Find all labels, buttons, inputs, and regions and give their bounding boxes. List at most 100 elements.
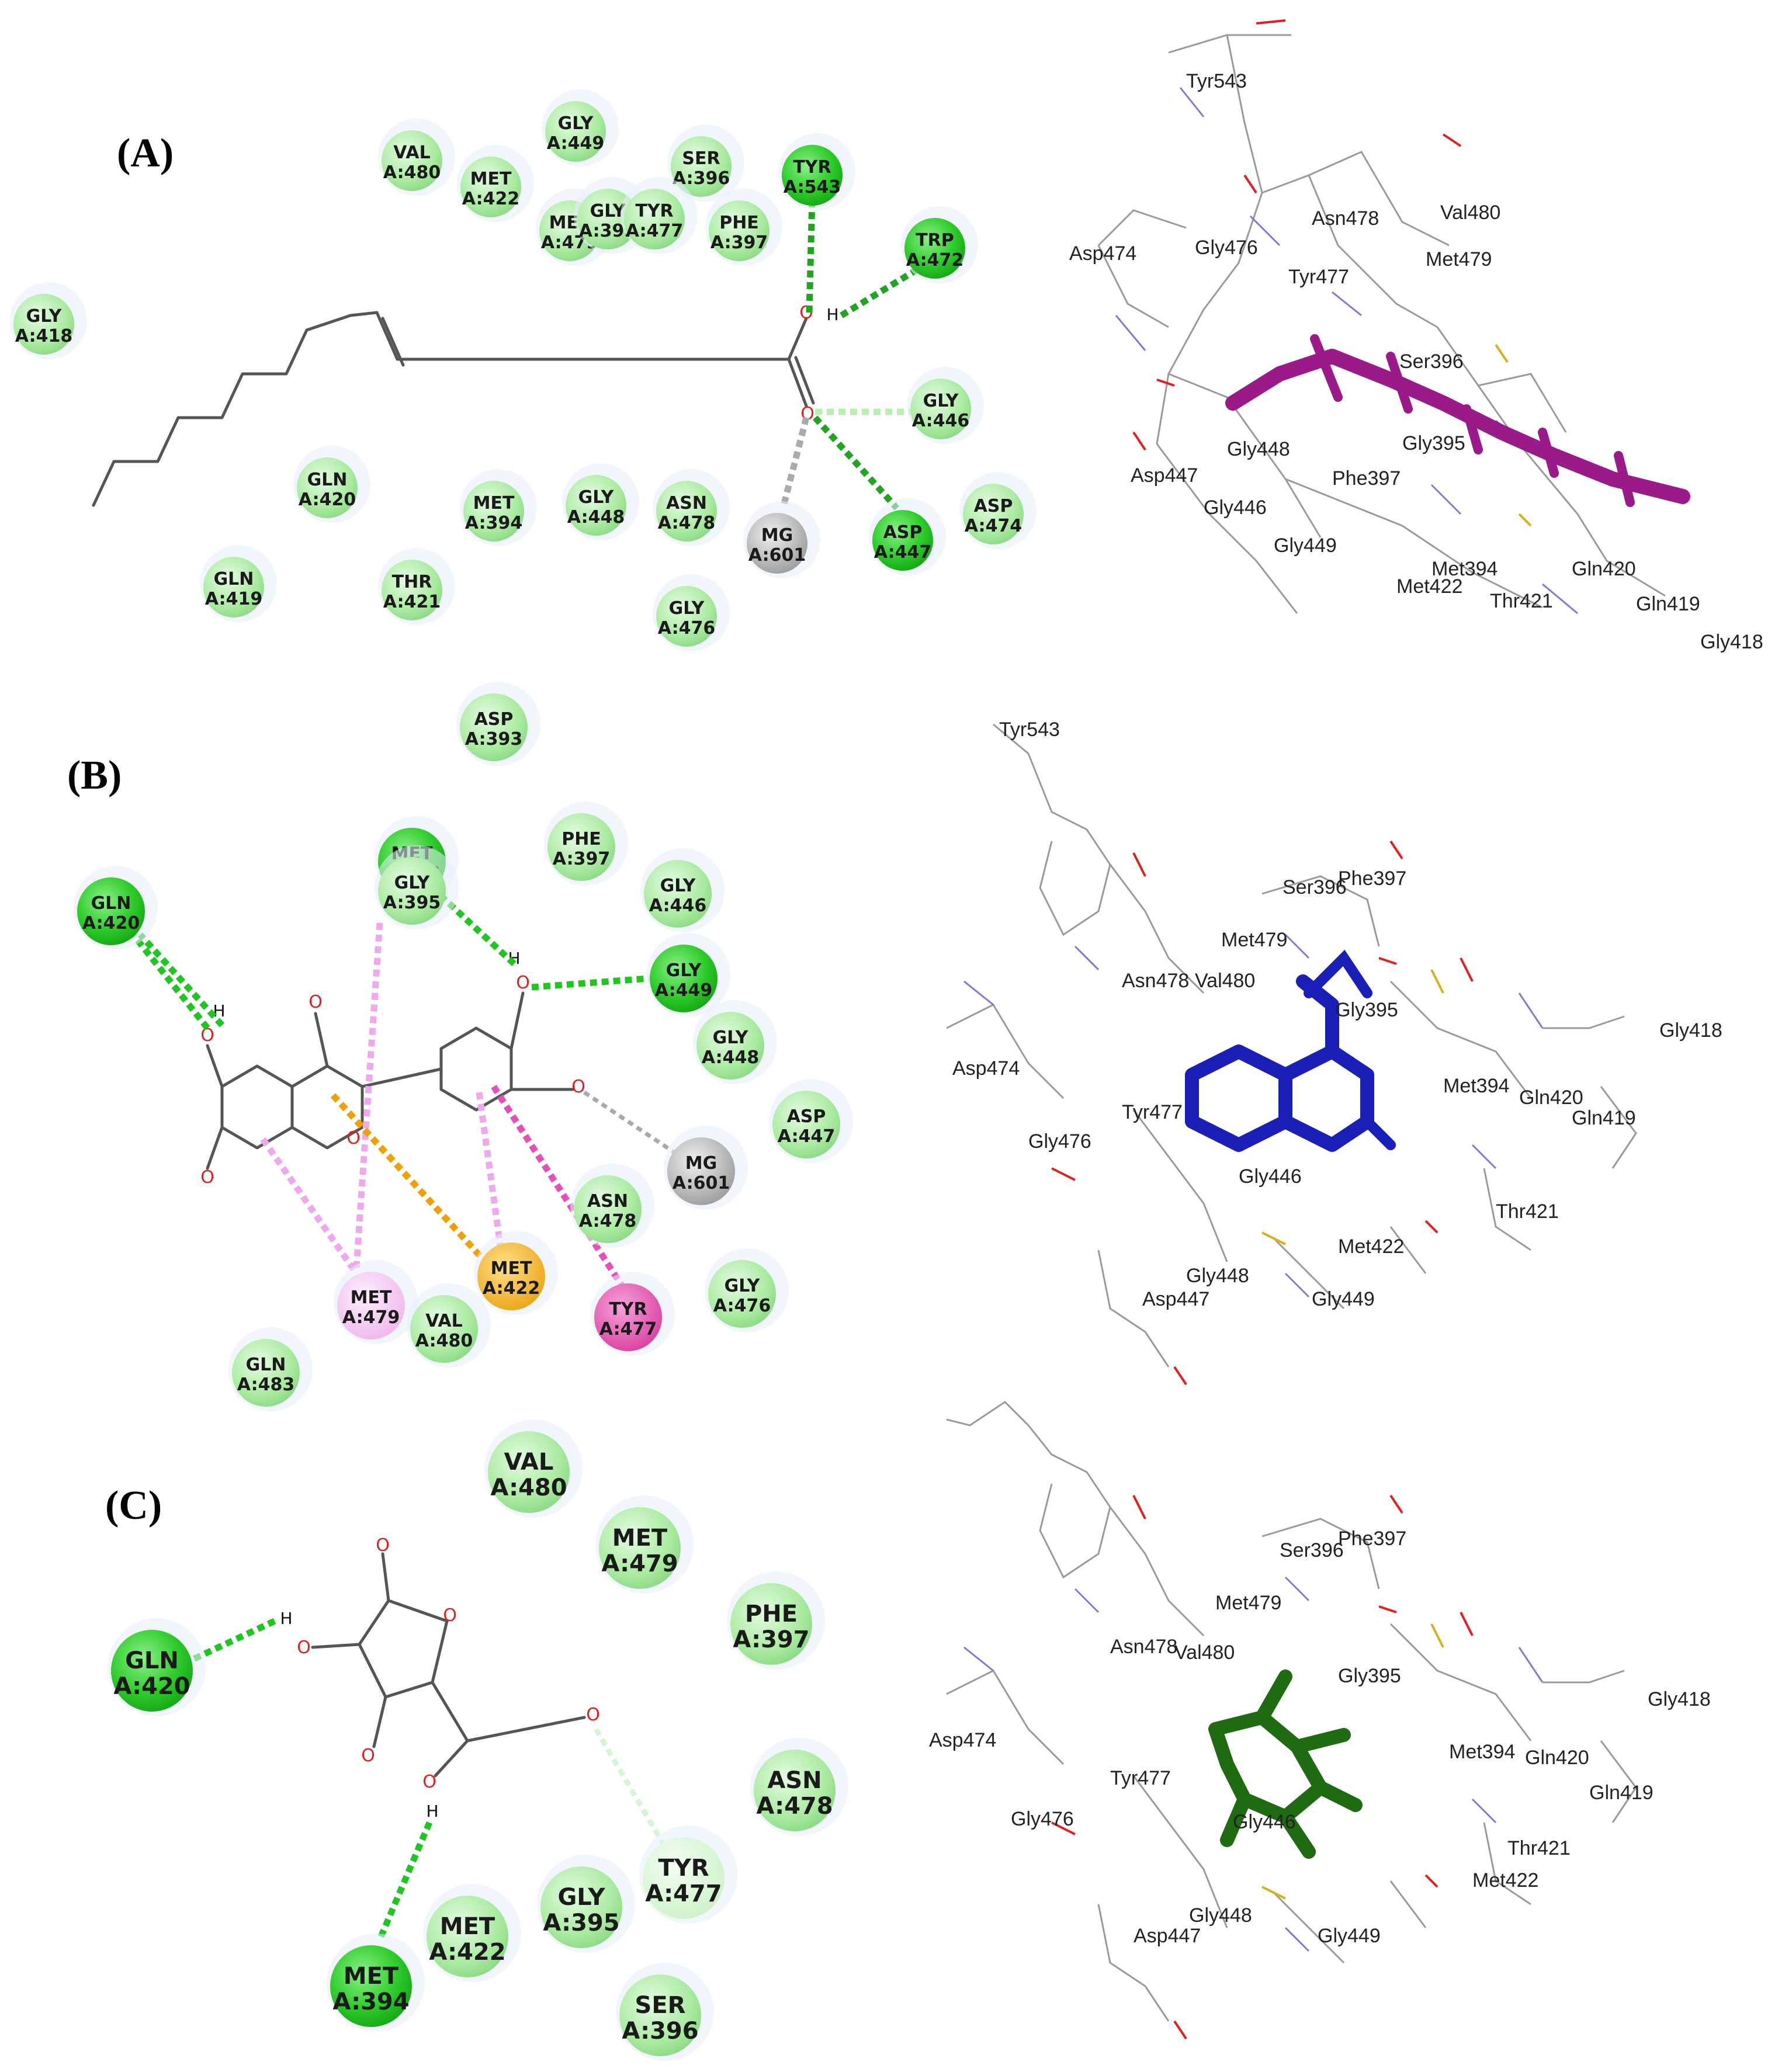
- residue-id: A:397: [733, 1626, 809, 1653]
- residue-label-3d: Met394: [1443, 1075, 1509, 1097]
- residue-label-3d: Ser396: [1399, 350, 1464, 373]
- residue-label-3d: Gly395: [1402, 432, 1465, 454]
- residue-id: A:472: [906, 250, 963, 270]
- protein-wireframe-c: [946, 1401, 1637, 2040]
- residue-disc: [232, 1339, 300, 1407]
- residue-disc: [643, 1837, 725, 1919]
- ligand-a-3d: [1225, 334, 1690, 507]
- ligand-b-structure: O O H O O H O O: [200, 949, 585, 1188]
- atom-h: H: [426, 1802, 438, 1821]
- residue-name: GLY: [725, 1276, 761, 1296]
- residue-id: A:422: [429, 1939, 505, 1966]
- residue-disc: [111, 1630, 193, 1712]
- residue-disc: [337, 1272, 405, 1339]
- residue-disc: [872, 510, 933, 571]
- residue-id: A:543: [784, 177, 841, 197]
- residue-disc: [427, 1896, 508, 1977]
- residue-id: A:420: [299, 490, 356, 510]
- residue-label-3d: Phe397: [1332, 467, 1401, 490]
- residue-disc: [910, 379, 971, 439]
- residue-name: SER: [635, 1992, 686, 2019]
- residue-id: A:418: [15, 326, 72, 346]
- residue-name: PHE: [745, 1601, 798, 1627]
- residue-label-3d: Asp474: [929, 1729, 996, 1751]
- residue-name: GLY: [557, 1884, 605, 1911]
- protein-wireframe-a: [1097, 19, 1666, 615]
- residue-disc: [463, 481, 524, 542]
- residue-label-3d: Asn478: [1312, 207, 1379, 230]
- ligand-c-3d: [1208, 1670, 1363, 1859]
- residue-label-3d: Gly395: [1335, 999, 1398, 1021]
- residue-label-3d: Thr421: [1490, 590, 1553, 612]
- residue-name: THR: [392, 572, 432, 592]
- residue-id: A:476: [658, 618, 715, 638]
- residue-name: VAL: [425, 1311, 463, 1331]
- residue-label-3d: Gly448: [1186, 1265, 1249, 1287]
- residue-id: A:420: [113, 1673, 190, 1700]
- residue-id: A:478: [579, 1211, 636, 1231]
- residue-label-3d: Thr421: [1507, 1837, 1571, 1859]
- residue-disc: [667, 1137, 735, 1205]
- residue-name: MET: [440, 1913, 495, 1940]
- residue-label-3d: Gln420: [1525, 1747, 1589, 1769]
- residue-label-3d: Gln419: [1636, 593, 1700, 615]
- residue-id: A:480: [490, 1474, 567, 1501]
- residue-label-3d: Tyr477: [1110, 1767, 1171, 1789]
- residue-name: MET: [470, 169, 512, 189]
- residue-disc: [547, 813, 615, 881]
- atom-o: O: [443, 1605, 457, 1626]
- labels-3d-c: Ser396Phe397Met479Asn478Val480Gly395Gly4…: [929, 1528, 1711, 1947]
- residue-name: GLY: [713, 1028, 749, 1048]
- residue-name: GLY: [669, 598, 705, 619]
- residue-disc: [574, 1175, 642, 1243]
- residue-disc: [754, 1750, 836, 1831]
- residue-id: A:421: [383, 592, 441, 612]
- residue-id: A:476: [713, 1296, 771, 1316]
- residues-b: ASPA:393GLNA:420META:394GLYA:395PHEA:397…: [74, 682, 853, 1411]
- residue-disc: [13, 294, 74, 355]
- residue-label-3d: Met479: [1426, 248, 1492, 270]
- residue-id: A:394: [332, 1988, 409, 2015]
- residue-name: VAL: [504, 1449, 554, 1476]
- panel-letter-c: (C): [105, 1483, 162, 1528]
- residue-name: GLN: [307, 470, 348, 490]
- residue-name: GLN: [125, 1647, 179, 1674]
- residue-id: A:446: [912, 411, 969, 431]
- residue-id: A:419: [205, 589, 262, 609]
- residues-c: VALA:480META:479PHEA:397GLNA:420ASNA:478…: [108, 1419, 848, 2061]
- residue-id: A:474: [965, 516, 1022, 536]
- residue-label-3d: Gly476: [1195, 237, 1258, 259]
- residue-name: MG: [685, 1153, 717, 1174]
- residue-name: MET: [344, 1963, 399, 1990]
- residue-name: ASP: [787, 1106, 826, 1127]
- residue-label-3d: Gly446: [1233, 1811, 1296, 1833]
- residue-disc: [624, 189, 685, 249]
- atom-o: O: [200, 1167, 214, 1188]
- residue-name: GLY: [666, 960, 702, 981]
- residue-disc: [772, 1091, 840, 1158]
- residue-disc: [77, 877, 145, 945]
- residue-disc: [545, 101, 606, 162]
- residue-id: A:396: [622, 2018, 698, 2045]
- atom-o: O: [346, 1128, 361, 1148]
- residue-id: A:477: [626, 221, 683, 241]
